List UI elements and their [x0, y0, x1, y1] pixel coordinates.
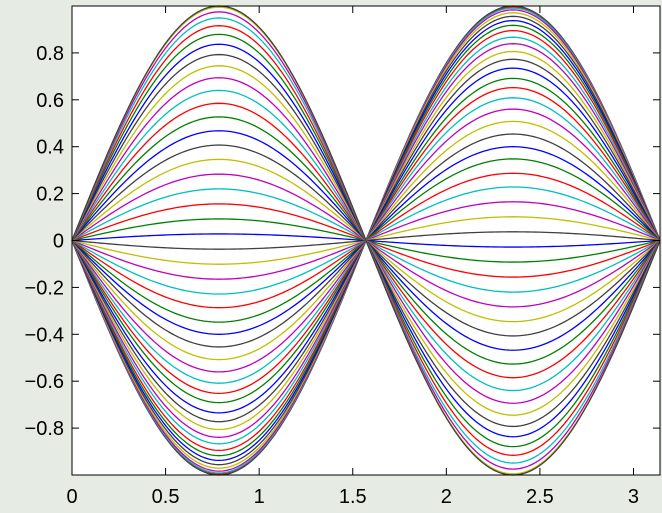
- x-tick-label-6: 3: [628, 486, 639, 508]
- x-tick-label-4: 2: [441, 486, 452, 508]
- y-tick-label-3: 0.2: [36, 184, 64, 206]
- y-tick-label-8: −0.8: [25, 418, 64, 440]
- y-tick-label-6: −0.4: [25, 324, 64, 346]
- tick-layer: 0 0.5 1 1.5 2 2.5 3 0.8 0.6 0.4 0.2 0 −0.2 −0.4 −0.6 −0…: [25, 6, 660, 508]
- x-tick-label-3: 1.5: [339, 486, 367, 508]
- series-line-48: [71, 5, 661, 476]
- y-tick-label-0: 0.8: [36, 43, 64, 65]
- x-tick-label-1: 0.5: [152, 486, 180, 508]
- y-tick-label-4: 0: [53, 231, 64, 253]
- y-tick-label-1: 0.6: [36, 90, 64, 112]
- series-layer: [71, 5, 661, 476]
- x-tick-label-5: 2.5: [526, 486, 554, 508]
- y-tick-label-7: −0.6: [25, 371, 64, 393]
- x-tick-label-2: 1: [254, 486, 265, 508]
- x-tick-label-0: 0: [66, 486, 77, 508]
- y-tick-label-5: −0.2: [25, 277, 64, 299]
- y-tick-label-2: 0.4: [36, 137, 64, 159]
